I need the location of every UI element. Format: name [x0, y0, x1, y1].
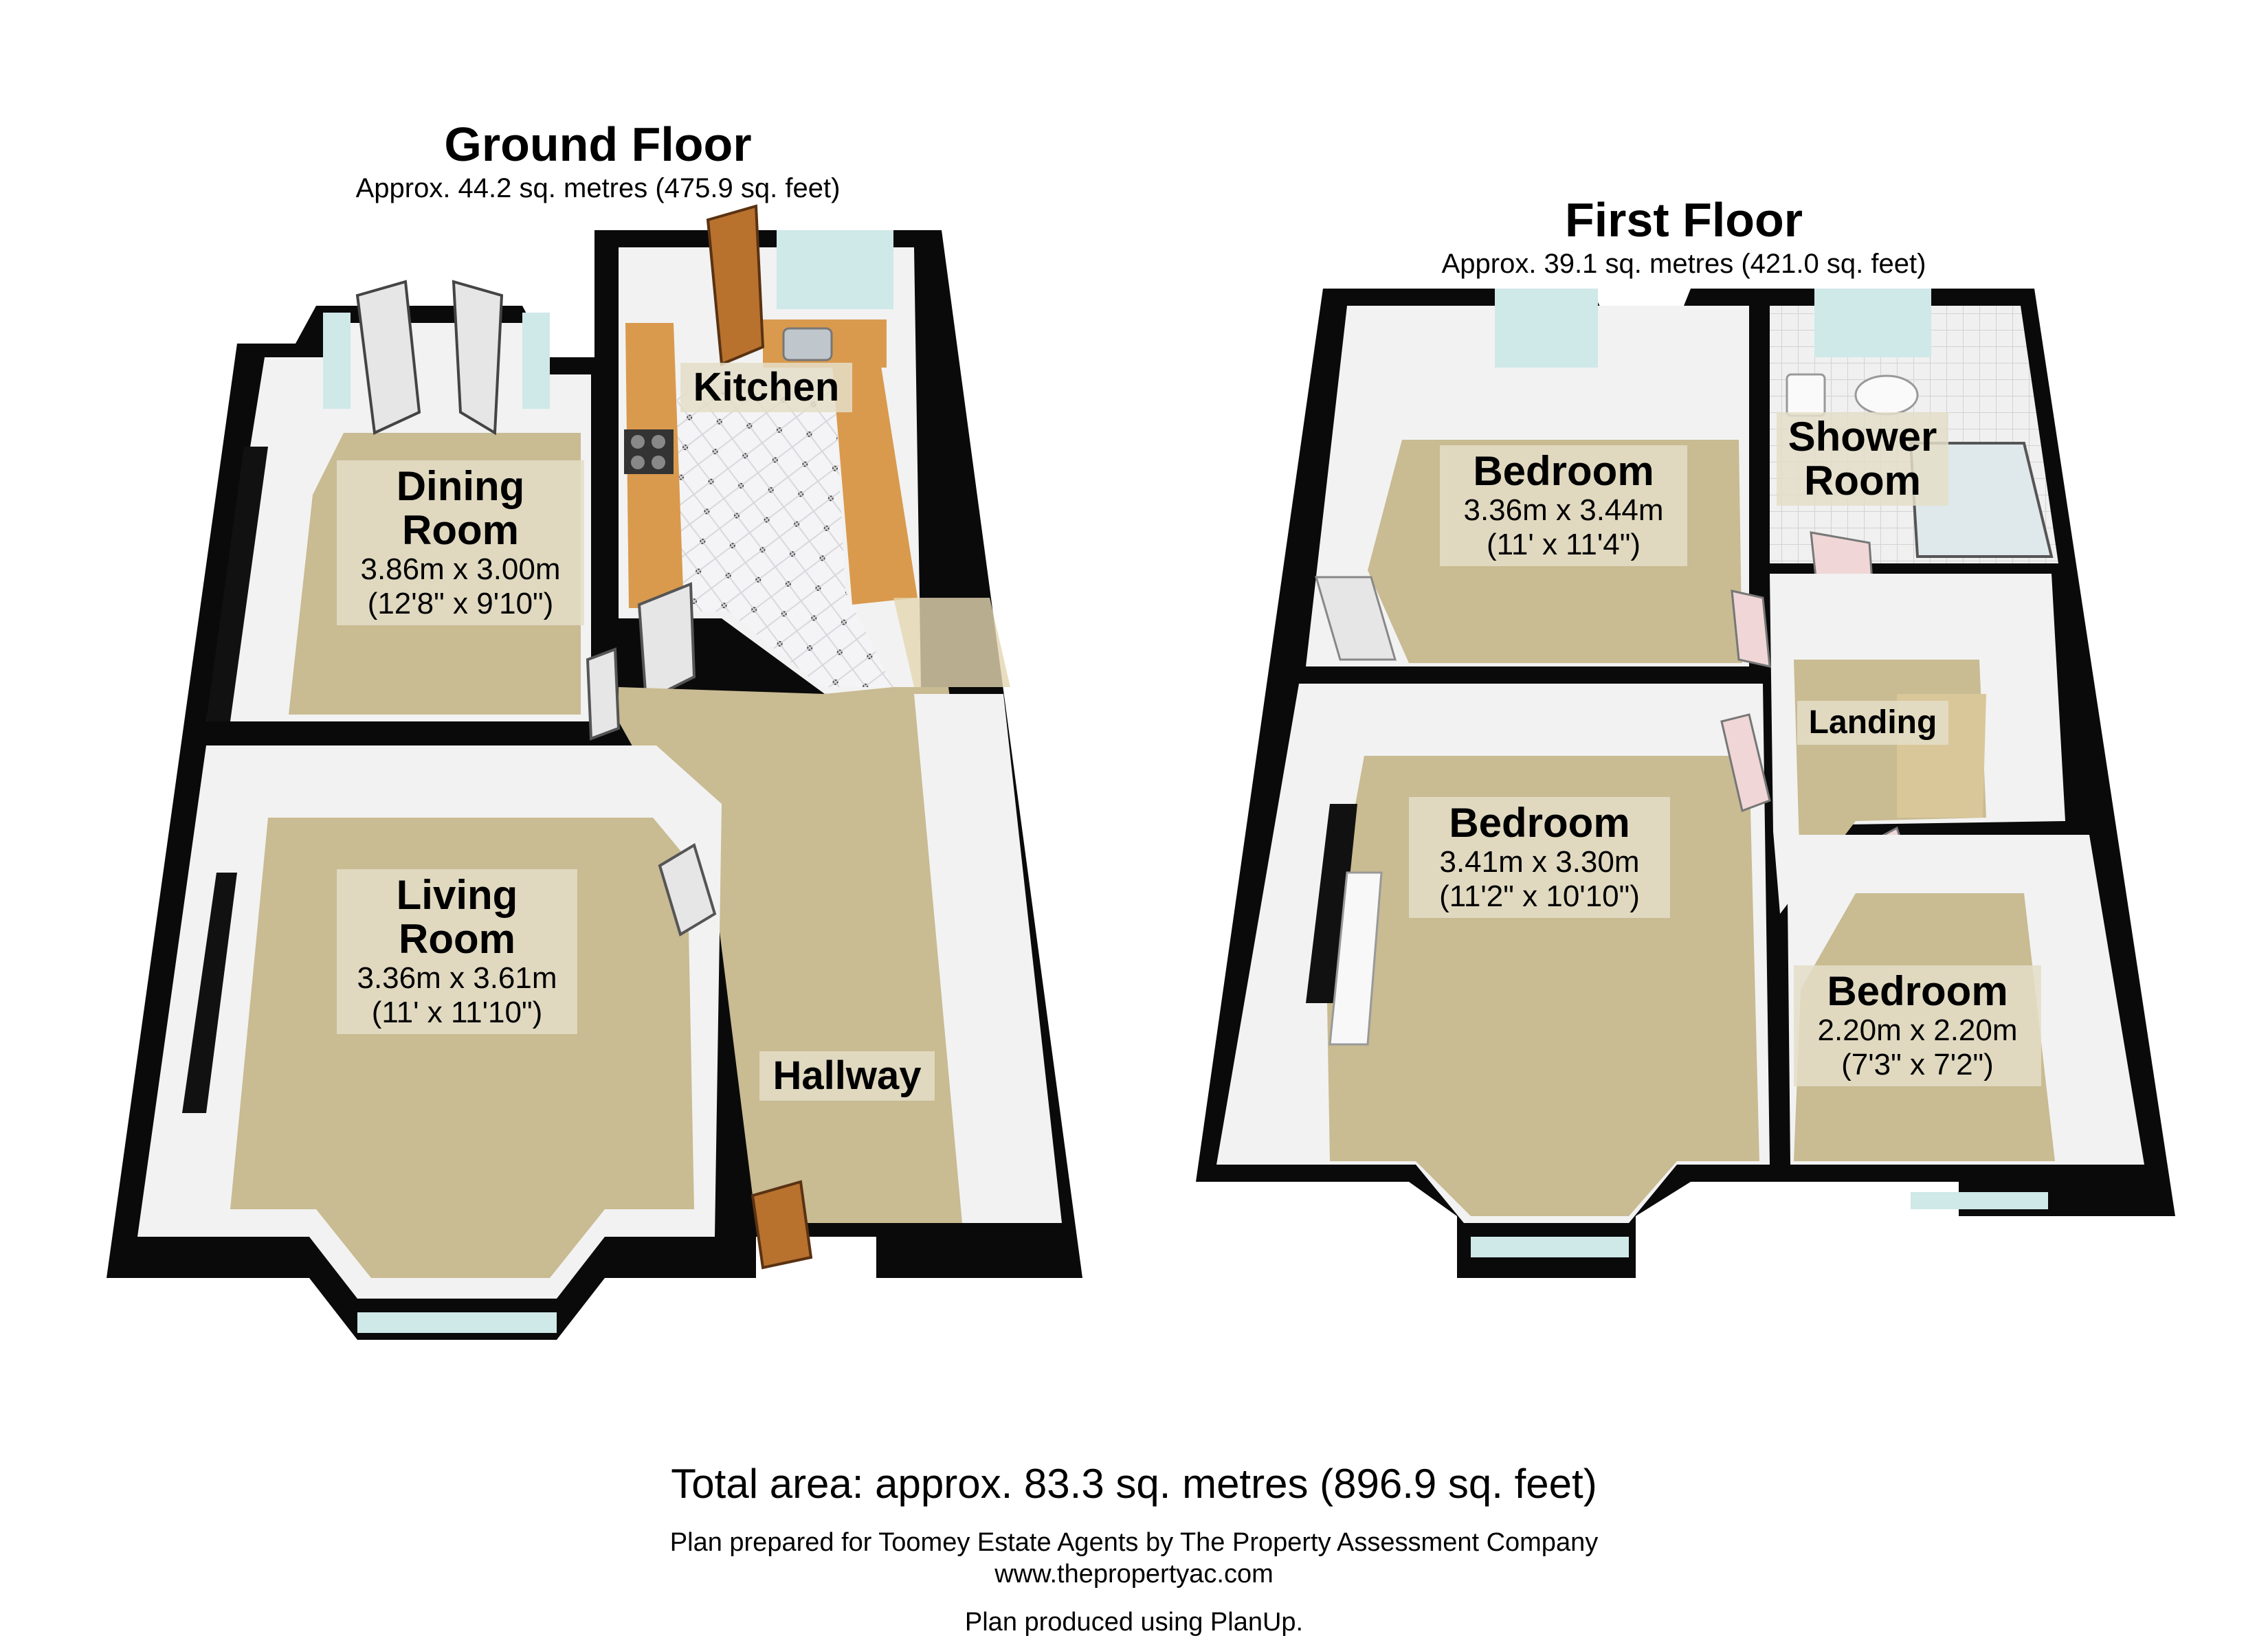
bedroom-large-left-wall-dark	[1306, 804, 1357, 1003]
bedroom-large-door	[1720, 713, 1771, 813]
kitchen-worktop-right	[832, 357, 918, 605]
first-floor-area: Approx. 39.1 sq. metres (421.0 sq. feet)	[1441, 249, 1926, 279]
hallway-label: Hallway	[759, 1051, 935, 1101]
hallway-name: Hallway	[772, 1053, 922, 1098]
shower-room-window	[1814, 289, 1931, 357]
kitchen-sink-icon	[782, 327, 833, 361]
bedroom-large-name: Bedroom	[1449, 800, 1630, 846]
first-floor-heading: First Floor Approx. 39.1 sq. metres (421…	[1388, 192, 1979, 280]
bedroom-top-name: Bedroom	[1473, 448, 1654, 494]
bedroom-small-name: Bedroom	[1827, 968, 2008, 1014]
living-room-doorway	[586, 647, 621, 741]
dining-french-doors	[323, 280, 550, 436]
dining-room-left-wall-dark	[206, 447, 268, 721]
living-room-metric: 3.36m x 3.61m	[357, 961, 557, 995]
bedroom-top-imperial: (11' x 11'4")	[1487, 528, 1641, 561]
shower-room-label: Shower Room	[1777, 412, 1948, 506]
bedroom-large-bay-window	[1471, 1237, 1629, 1257]
bedroom-top-metric: 3.36m x 3.44m	[1463, 493, 1664, 527]
prepared-by: Plan prepared for Toomey Estate Agents b…	[669, 1528, 1599, 1557]
bedroom-large-imperial: (11'2" x 10'10")	[1439, 879, 1640, 913]
kitchen-back-door	[706, 204, 765, 366]
hob-icon	[624, 429, 674, 474]
dining-room-label: Dining Room 3.86m x 3.00m (12'8" x 9'10"…	[337, 460, 584, 625]
landing-label: Landing	[1797, 701, 1948, 745]
bedroom-small-window	[1911, 1192, 2048, 1209]
kitchen-internal-door	[637, 582, 696, 704]
basin-icon	[1854, 374, 1919, 416]
dining-room-name-line1: Dining	[396, 463, 525, 509]
living-room-left-wall-dark	[182, 873, 237, 1113]
living-room-window	[658, 842, 717, 937]
bedroom-top-door	[1731, 590, 1771, 668]
dining-room-imperial: (12'8" x 9'10")	[367, 587, 554, 620]
hallway-stair-wall	[914, 694, 1062, 1223]
living-room-name-line2: Room	[399, 916, 515, 962]
kitchen-label: Kitchen	[680, 363, 852, 412]
ground-floor-area: Approx. 44.2 sq. metres (475.9 sq. feet)	[355, 173, 841, 203]
bedroom-top-window	[1495, 289, 1598, 368]
kitchen-name: Kitchen	[693, 365, 840, 410]
first-floor-title: First Floor	[1564, 193, 1803, 247]
front-door	[751, 1180, 813, 1270]
bedroom-large-label: Bedroom 3.41m x 3.30m (11'2" x 10'10")	[1409, 797, 1670, 918]
living-room-imperial: (11' x 11'10")	[371, 996, 543, 1029]
bedroom-large-metric: 3.41m x 3.30m	[1439, 845, 1640, 879]
toilet-icon	[1786, 373, 1826, 417]
dining-room-name-line2: Room	[402, 507, 519, 553]
ground-floor-plan	[107, 204, 1082, 1340]
website: www.thepropertyac.com	[994, 1560, 1274, 1589]
bedroom-small-imperial: (7'3" x 7'2")	[1841, 1048, 1994, 1081]
landing-name: Landing	[1808, 704, 1937, 741]
kitchen-window	[777, 230, 893, 309]
bedroom-small-label: Bedroom 2.20m x 2.20m (7'3" x 7'2")	[1794, 965, 2041, 1086]
ground-floor-title: Ground Floor	[444, 117, 752, 171]
dining-room-metric: 3.86m x 3.00m	[360, 552, 561, 586]
living-room-bay-window	[357, 1312, 557, 1333]
living-room-name-line1: Living	[396, 872, 518, 918]
living-room-label: Living Room 3.36m x 3.61m (11' x 11'10")	[337, 869, 577, 1034]
bedroom-small-metric: 2.20m x 2.20m	[1817, 1013, 2018, 1047]
bedroom-top-wardrobe	[1315, 576, 1397, 661]
shower-room-name-line1: Shower	[1788, 414, 1937, 460]
bedroom-large-wardrobe	[1328, 871, 1383, 1046]
shower-room-name-line2: Room	[1804, 458, 1921, 504]
ground-floor-heading: Ground Floor Approx. 44.2 sq. metres (47…	[296, 117, 900, 205]
bedroom-top-label: Bedroom 3.36m x 3.44m (11' x 11'4")	[1440, 445, 1687, 566]
total-area: Total area: approx. 83.3 sq. metres (896…	[671, 1461, 1597, 1507]
plan-produced: Plan produced using PlanUp.	[964, 1608, 1304, 1637]
kitchen-floor	[677, 392, 893, 687]
first-floor-plan	[1196, 289, 2175, 1278]
